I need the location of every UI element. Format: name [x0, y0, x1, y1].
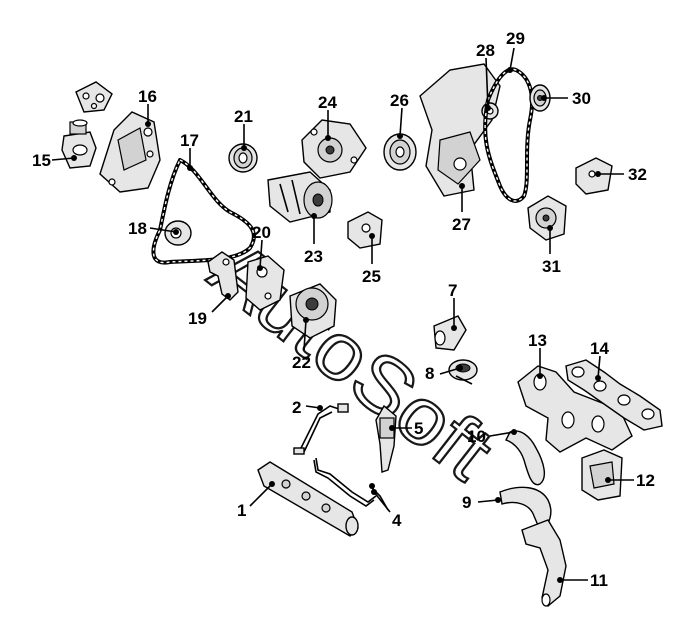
part-3-fuel-line	[313, 457, 377, 507]
label-9: 9	[462, 493, 471, 512]
part-24-water-pump	[301, 119, 367, 179]
label-15: 15	[32, 151, 51, 170]
part-mount-plate	[75, 81, 113, 113]
label-32: 32	[628, 165, 647, 184]
label-17: 17	[180, 131, 199, 150]
label-5: 5	[414, 419, 423, 438]
part-31-water-pump	[527, 195, 567, 241]
label-21: 21	[234, 107, 253, 126]
part-7-outlet-housing	[433, 315, 467, 351]
part-10-hose	[505, 430, 546, 486]
part-26-pulley	[383, 133, 417, 171]
part-30-camshaft-pulley	[529, 84, 551, 112]
part-5-injector	[375, 404, 397, 473]
part-29-timing-belt	[483, 67, 535, 203]
part-16-bracket	[99, 111, 161, 193]
label-31: 31	[542, 257, 561, 276]
label-24: 24	[318, 93, 337, 112]
label-4: 4	[392, 511, 402, 530]
part-27-timing-cover	[419, 63, 501, 197]
part-22-pump	[289, 283, 337, 339]
part-32-cover	[575, 157, 613, 195]
label-27: 27	[452, 215, 471, 234]
label-19: 19	[188, 309, 207, 328]
part-25-thermostat-housing	[347, 211, 383, 249]
label-18: 18	[128, 219, 147, 238]
part-8-thermostat	[448, 359, 478, 385]
part-12-heat-shield	[581, 449, 623, 501]
leader-lines	[51, 47, 634, 583]
label-23: 23	[304, 247, 323, 266]
part-14-gasket	[565, 359, 663, 431]
label-1: 1	[237, 501, 246, 520]
part-23-alternator	[267, 171, 333, 223]
label-12: 12	[636, 471, 655, 490]
part-13-exhaust-manifold	[517, 365, 633, 453]
callout-labels: 1 2 4 5 7 8 9 10 11 12 13 14 15 16 17 18…	[32, 29, 655, 590]
label-25: 25	[362, 267, 381, 286]
label-22: 22	[292, 353, 311, 372]
label-11: 11	[590, 571, 608, 590]
part-21-pulley	[228, 143, 258, 173]
label-8: 8	[425, 364, 434, 383]
label-28: 28	[476, 41, 495, 60]
label-20: 20	[252, 223, 271, 242]
label-16: 16	[138, 87, 157, 106]
label-30: 30	[572, 89, 591, 108]
part-2-sensor	[293, 403, 349, 455]
label-26: 26	[390, 91, 409, 110]
label-10: 10	[467, 427, 486, 446]
part-19-tensioner-bracket	[207, 251, 239, 301]
label-2: 2	[292, 398, 301, 417]
label-14: 14	[590, 339, 609, 358]
part-20-bracket	[245, 255, 285, 311]
label-13: 13	[528, 331, 547, 350]
part-1-fuel-rail	[257, 461, 359, 537]
label-7: 7	[448, 281, 457, 300]
part-15-engine-mount	[61, 119, 97, 169]
part-11-pipe	[521, 519, 567, 608]
label-29: 29	[506, 29, 525, 48]
